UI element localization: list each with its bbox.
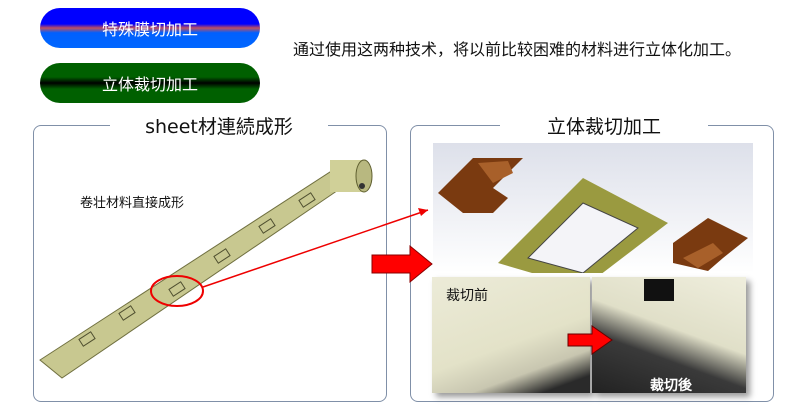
- pointer-line: [202, 209, 429, 288]
- after-cut-label: 裁切後: [650, 378, 692, 393]
- cut-hole: [644, 279, 674, 301]
- 3d-part-render: [433, 143, 753, 288]
- highlight-ellipse: [150, 275, 204, 307]
- 3d-cutting-button[interactable]: 立体裁切加工: [40, 63, 260, 103]
- description-text: 通过使用这两种技术，将以前比较困难的材料进行立体化加工。: [293, 40, 742, 59]
- button-label: 立体裁切加工: [101, 75, 198, 94]
- roll-material-label: 卷壮材料直接成形: [80, 196, 185, 211]
- material-strip: [39, 171, 351, 379]
- right-arrow-icon: [371, 244, 433, 284]
- after-cut-photo: 裁切後: [592, 277, 746, 393]
- before-after-arrow-icon: [567, 325, 613, 355]
- button-label: 特殊膜切加工: [101, 20, 198, 39]
- before-cut-photo: 裁切前: [432, 277, 590, 393]
- sheet-forming-title: sheet材連続成形: [110, 112, 328, 139]
- special-film-cutting-button[interactable]: 特殊膜切加工: [40, 8, 260, 48]
- before-cut-label: 裁切前: [446, 288, 488, 304]
- roll-icon: [330, 159, 373, 193]
- 3d-cutting-title: 立体裁切加工: [500, 112, 708, 139]
